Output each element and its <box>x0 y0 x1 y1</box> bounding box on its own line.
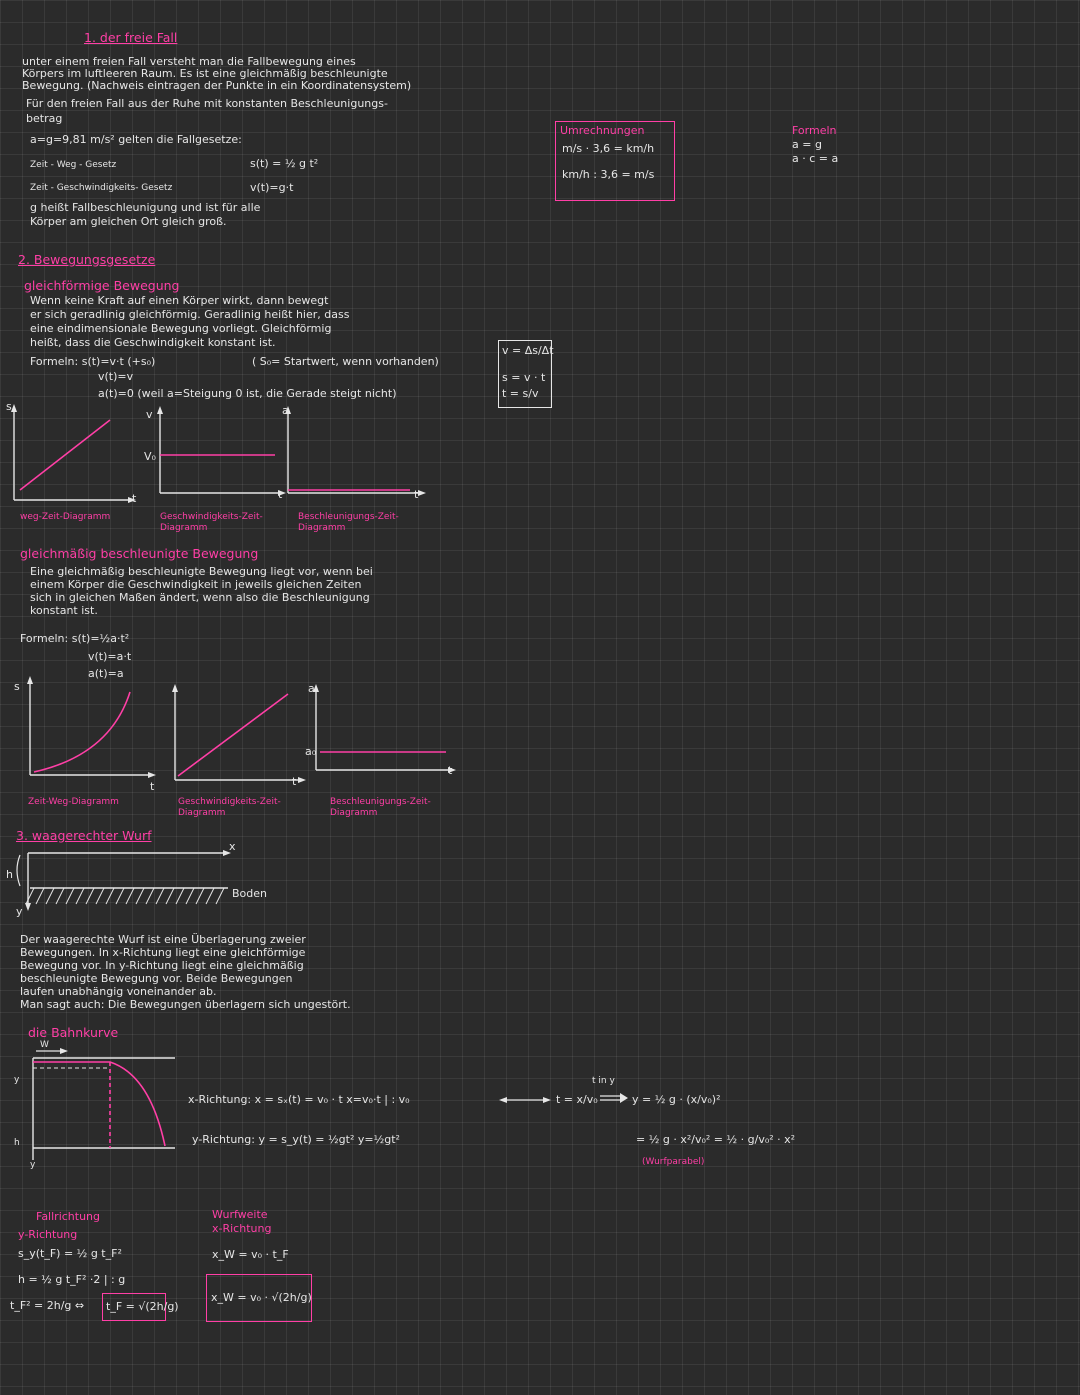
caption-beschl-zeit: Beschleunigungs-Zeit-Diagramm <box>298 512 399 533</box>
zeit-weg-formula: s(t) = ½ g t² <box>250 157 319 170</box>
text2-3: sich in gleichen Maßen ändert, wenn also… <box>30 591 370 604</box>
sec3-text-2: Bewegungen. In x-Richtung liegt eine gle… <box>20 946 306 959</box>
axis-t-5: t <box>292 775 297 788</box>
umrechnungen-title: Umrechnungen <box>560 124 645 137</box>
section-3-title: 3. waagerechter Wurf <box>16 828 152 843</box>
umrechnungen-box: Umrechnungen m/s · 3,6 = km/h km/h : 3,6… <box>555 121 675 201</box>
h-label: h <box>6 868 13 881</box>
bahn-y-top: y <box>14 1075 20 1085</box>
zeit-geschw-label: Zeit - Geschwindigkeits- Gesetz <box>30 183 173 193</box>
bahn-y-bottom: y <box>30 1160 36 1170</box>
xw-formula: x_W = v₀ · √(2h/g) <box>211 1291 312 1304</box>
wurf-title-2: x-Richtung <box>212 1222 272 1235</box>
wurfparabel-label: (Wurfparabel) <box>642 1157 705 1167</box>
caption-geschw-zeit: Geschwindigkeits-Zeit-Diagramm <box>160 512 263 533</box>
g-note-2: Körper am gleichen Ort gleich groß. <box>30 215 227 228</box>
section-2-title: 2. Bewegungsgesetze <box>18 252 156 267</box>
velocity-box: v = Δs/Δt s = v · t t = s/v <box>498 340 554 408</box>
x-label: x <box>229 840 236 853</box>
sec1-intro-1: unter einem freien Fall versteht man die… <box>22 55 356 68</box>
tf-formula: t_F = √(2h/g) <box>106 1300 179 1313</box>
axis-s-4: s <box>14 680 20 693</box>
tiny-label: t in y <box>592 1076 615 1086</box>
section-1-title: 1. der freie Fall <box>84 30 178 45</box>
text1-4: heißt, dass die Geschwindigkeit konstant… <box>30 336 276 349</box>
y-richtung: y-Richtung: y = s_y(t) = ½gt² y=½gt² <box>192 1133 400 1146</box>
tf-box: t_F = √(2h/g) <box>102 1293 179 1321</box>
g-note-1: g heißt Fallbeschleunigung und ist für a… <box>30 201 261 214</box>
fall-title-2: y-Richtung <box>18 1228 78 1241</box>
caption-beschl-zeit-2: Beschleunigungs-Zeit-Diagramm <box>330 797 431 818</box>
sec1-intro-5: betrag <box>26 112 63 125</box>
w-label: W <box>40 1040 49 1050</box>
sec1-intro-3: Bewegung. (Nachweis eintragen der Punkte… <box>22 79 412 92</box>
formula2-s: Formeln: s(t)=½a·t² <box>20 632 130 645</box>
axis-t-1: t <box>132 492 137 505</box>
axis-t-3: t <box>414 488 419 501</box>
formula1-a: a(t)=0 (weil a=Steigung 0 ist, die Gerad… <box>98 387 397 400</box>
caption-weg-zeit: weg-Zeit-Diagramm <box>20 512 111 522</box>
text1-1: Wenn keine Kraft auf einen Körper wirkt,… <box>30 294 329 307</box>
axis-a-6: a <box>308 682 315 695</box>
sec3-text-5: laufen unabhängig voneinander ab. <box>20 985 217 998</box>
axis-t-2: t <box>278 488 283 501</box>
formula1-v: v(t)=v <box>98 370 134 383</box>
t-equation: t = x/v₀ <box>556 1093 598 1106</box>
wurf-title-1: Wurfweite <box>212 1208 268 1221</box>
text1-3: eine eindimensionale Bewegung vorliegt. … <box>30 322 332 335</box>
x-richtung: x-Richtung: x = sₓ(t) = v₀ · t x=v₀·t | … <box>188 1093 410 1106</box>
fall-eq-2: h = ½ g t_F² ·2 | : g <box>18 1273 126 1286</box>
caption-zeit-weg: Zeit-Weg-Diagramm <box>28 797 119 807</box>
xw-box: x_W = v₀ · √(2h/g) <box>206 1274 312 1322</box>
formeln-2: a · c = a <box>792 152 839 165</box>
parabel-2: = ½ g · x²/v₀² = ½ · g/v₀² · x² <box>636 1133 796 1146</box>
text2-4: konstant ist. <box>30 604 98 617</box>
umr-2: km/h : 3,6 = m/s <box>562 168 655 181</box>
text2-1: Eine gleichmäßig beschleunigte Bewegung … <box>30 565 373 578</box>
parabel-1: y = ½ g · (x/v₀)² <box>632 1093 721 1106</box>
zeit-weg-label: Zeit - Weg - Gesetz <box>30 160 117 170</box>
v0-label: V₀ <box>144 450 156 463</box>
sec1-intro-4: Für den freien Fall aus der Ruhe mit kon… <box>26 97 388 110</box>
fall-title-1: Fallrichtung <box>36 1210 101 1223</box>
sec3-text-1: Der waagerechte Wurf ist eine Überlageru… <box>20 933 306 946</box>
vbox-2: s = v · t <box>502 371 546 384</box>
formula1-s: Formeln: s(t)=v·t (+s₀) <box>30 355 156 368</box>
formula2-v: v(t)=a·t <box>88 650 132 663</box>
axis-a-3: a <box>282 404 289 417</box>
g-line: a=g=9,81 m/s² gelten die Fallgesetze: <box>30 133 242 146</box>
axis-t-4: t <box>150 780 155 793</box>
sub-beschleunigt: gleichmäßig beschleunigte Bewegung <box>20 546 259 561</box>
bahn-h: h <box>14 1138 20 1148</box>
a0-label: a₀ <box>305 745 317 758</box>
formula2-a: a(t)=a <box>88 667 124 680</box>
axis-v-2: v <box>146 408 153 421</box>
text1-2: er sich geradlinig gleichförmig. Geradli… <box>30 308 350 321</box>
text2-2: einem Körper die Geschwindigkeit in jewe… <box>30 578 362 591</box>
fall-eq-1: s_y(t_F) = ½ g t_F² <box>18 1247 122 1260</box>
sec3-text-3: Bewegung vor. In y-Richtung liegt eine g… <box>20 959 304 972</box>
wurf-eq: x_W = v₀ · t_F <box>212 1248 289 1261</box>
axis-s-1: s <box>6 400 12 413</box>
vbox-3: t = s/v <box>502 387 539 400</box>
bahnkurve-title: die Bahnkurve <box>28 1025 119 1040</box>
sec3-text-4: beschleunigte Bewegung vor. Beide Bewegu… <box>20 972 293 985</box>
umr-1: m/s · 3,6 = km/h <box>562 142 655 155</box>
y-label: y <box>16 905 23 918</box>
zeit-geschw-formula: v(t)=g·t <box>250 181 294 194</box>
formeln-1: a = g <box>792 138 822 151</box>
formeln-title: Formeln <box>792 124 837 137</box>
fall-eq-3: t_F² = 2h/g ⇔ <box>10 1299 85 1312</box>
sec3-text-6: Man sagt auch: Die Bewegungen überlagern… <box>20 998 351 1011</box>
boden-label: Boden <box>232 887 267 900</box>
sec1-intro-2: Körpers im luftleeren Raum. Es ist eine … <box>22 67 388 80</box>
caption-geschw-zeit-2: Geschwindigkeits-Zeit-Diagramm <box>178 797 281 818</box>
axis-t-6: t <box>448 764 453 777</box>
vbox-1: v = Δs/Δt <box>502 344 554 357</box>
sub-gleichfoermig: gleichförmige Bewegung <box>24 278 180 293</box>
s0-note: ( S₀= Startwert, wenn vorhanden) <box>252 355 439 368</box>
